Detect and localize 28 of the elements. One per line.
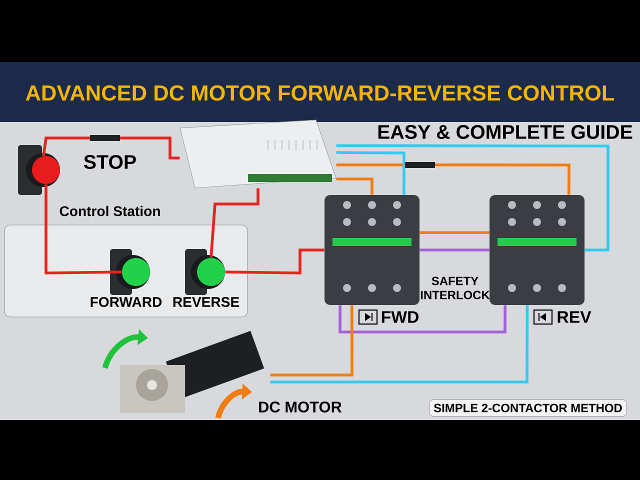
contactor-label: FWD xyxy=(382,311,418,323)
title-banner: ADVANCED DC MOTOR FORWARD-REVERSE CONTROL xyxy=(0,62,640,122)
wire xyxy=(270,305,354,376)
wire xyxy=(44,184,122,274)
contactor-drawing xyxy=(324,195,420,305)
wire xyxy=(270,305,529,384)
push-button xyxy=(18,145,60,195)
panel-heading: Control Station xyxy=(60,206,160,216)
wire xyxy=(336,144,610,252)
wire xyxy=(338,305,506,334)
wire xyxy=(336,151,406,195)
button-label: REVERSE xyxy=(173,297,240,307)
button-label: FORWARD xyxy=(90,297,162,307)
contactor-drawing xyxy=(490,195,585,305)
wire xyxy=(336,178,374,195)
wire xyxy=(420,248,490,252)
contactor-label: REV xyxy=(558,311,592,323)
wire xyxy=(210,188,260,258)
interlock-label: SAFETY INTERLOCK xyxy=(420,276,490,300)
push-button xyxy=(185,249,225,295)
power-supply-drawing xyxy=(180,120,336,188)
wire xyxy=(225,248,324,274)
button-label: STOP xyxy=(84,155,136,169)
push-button xyxy=(110,249,150,295)
wire xyxy=(420,231,490,234)
motor-label: DC MOTOR xyxy=(259,402,342,412)
method-badge: SIMPLE 2-CONTACTOR METHOD xyxy=(429,399,627,417)
heading: EASY & COMPLETE GUIDE xyxy=(378,125,632,139)
